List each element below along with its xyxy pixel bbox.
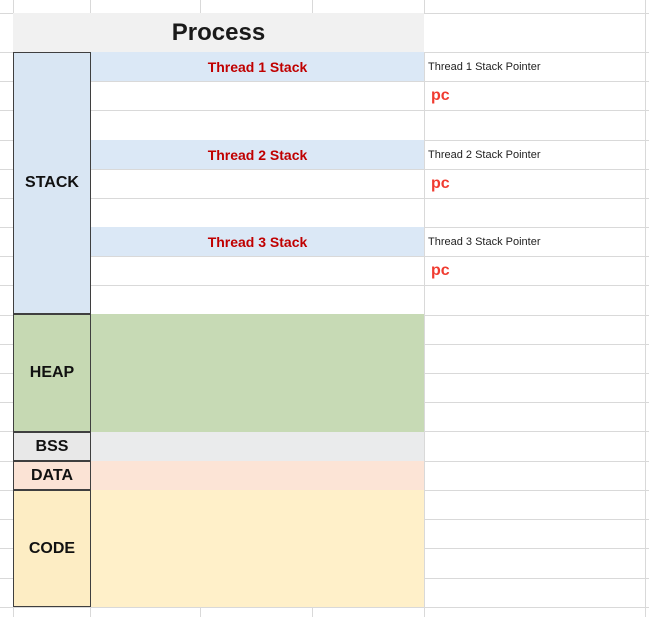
segment-code-box: CODE <box>13 490 91 607</box>
gridline-column <box>312 0 313 13</box>
bss-region-block <box>91 432 424 461</box>
segment-bss-label: BSS <box>35 437 69 455</box>
thread-3-stack-bar: Thread 3 Stack <box>91 227 424 256</box>
thread-3-stack-bar-label: Thread 3 Stack <box>207 233 308 250</box>
gridline-column <box>645 0 646 617</box>
segment-stack-label: STACK <box>25 174 79 191</box>
segment-stack-box: STACK <box>13 52 91 314</box>
segment-heap-label: HEAP <box>29 364 75 381</box>
data-region-block <box>91 461 424 490</box>
thread-1-stack-pointer-label: Thread 1 Stack Pointer <box>428 60 541 73</box>
gridline-row <box>0 256 649 257</box>
gridline-column <box>200 0 201 13</box>
thread-2-stack-pointer-label: Thread 2 Stack Pointer <box>428 148 541 161</box>
gridline-row <box>0 81 649 82</box>
thread-1-stack-bar-label: Thread 1 Stack <box>207 58 308 75</box>
gridline-column <box>200 607 201 617</box>
thread-2-stack-bar: Thread 2 Stack <box>91 140 424 169</box>
gridline-column <box>424 52 425 617</box>
segment-data-box: DATA <box>13 461 91 490</box>
heap-region-block <box>91 314 424 432</box>
gridline-row <box>0 607 649 608</box>
gridline-row <box>0 285 649 286</box>
segment-bss-box: BSS <box>13 432 91 461</box>
process-title: Process <box>171 18 266 46</box>
code-region-block <box>91 490 424 607</box>
thread-2-stack-bar-label: Thread 2 Stack <box>207 146 308 163</box>
thread-3-pc-label: pc <box>431 261 450 279</box>
thread-1-stack-bar: Thread 1 Stack <box>91 52 424 81</box>
gridline-column <box>90 0 91 13</box>
segment-data-label: DATA <box>30 466 74 484</box>
gridline-column <box>312 607 313 617</box>
gridline-row <box>0 110 649 111</box>
gridline-row <box>0 169 649 170</box>
gridline-row <box>0 198 649 199</box>
segment-code-label: CODE <box>28 539 76 557</box>
process-header-cell: Process <box>13 13 424 52</box>
segment-heap-box: HEAP <box>13 314 91 432</box>
thread-2-pc-label: pc <box>431 174 450 192</box>
gridline-column <box>90 607 91 617</box>
thread-1-pc-label: pc <box>431 86 450 104</box>
gridline-column <box>424 0 425 13</box>
thread-3-stack-pointer-label: Thread 3 Stack Pointer <box>428 235 541 248</box>
